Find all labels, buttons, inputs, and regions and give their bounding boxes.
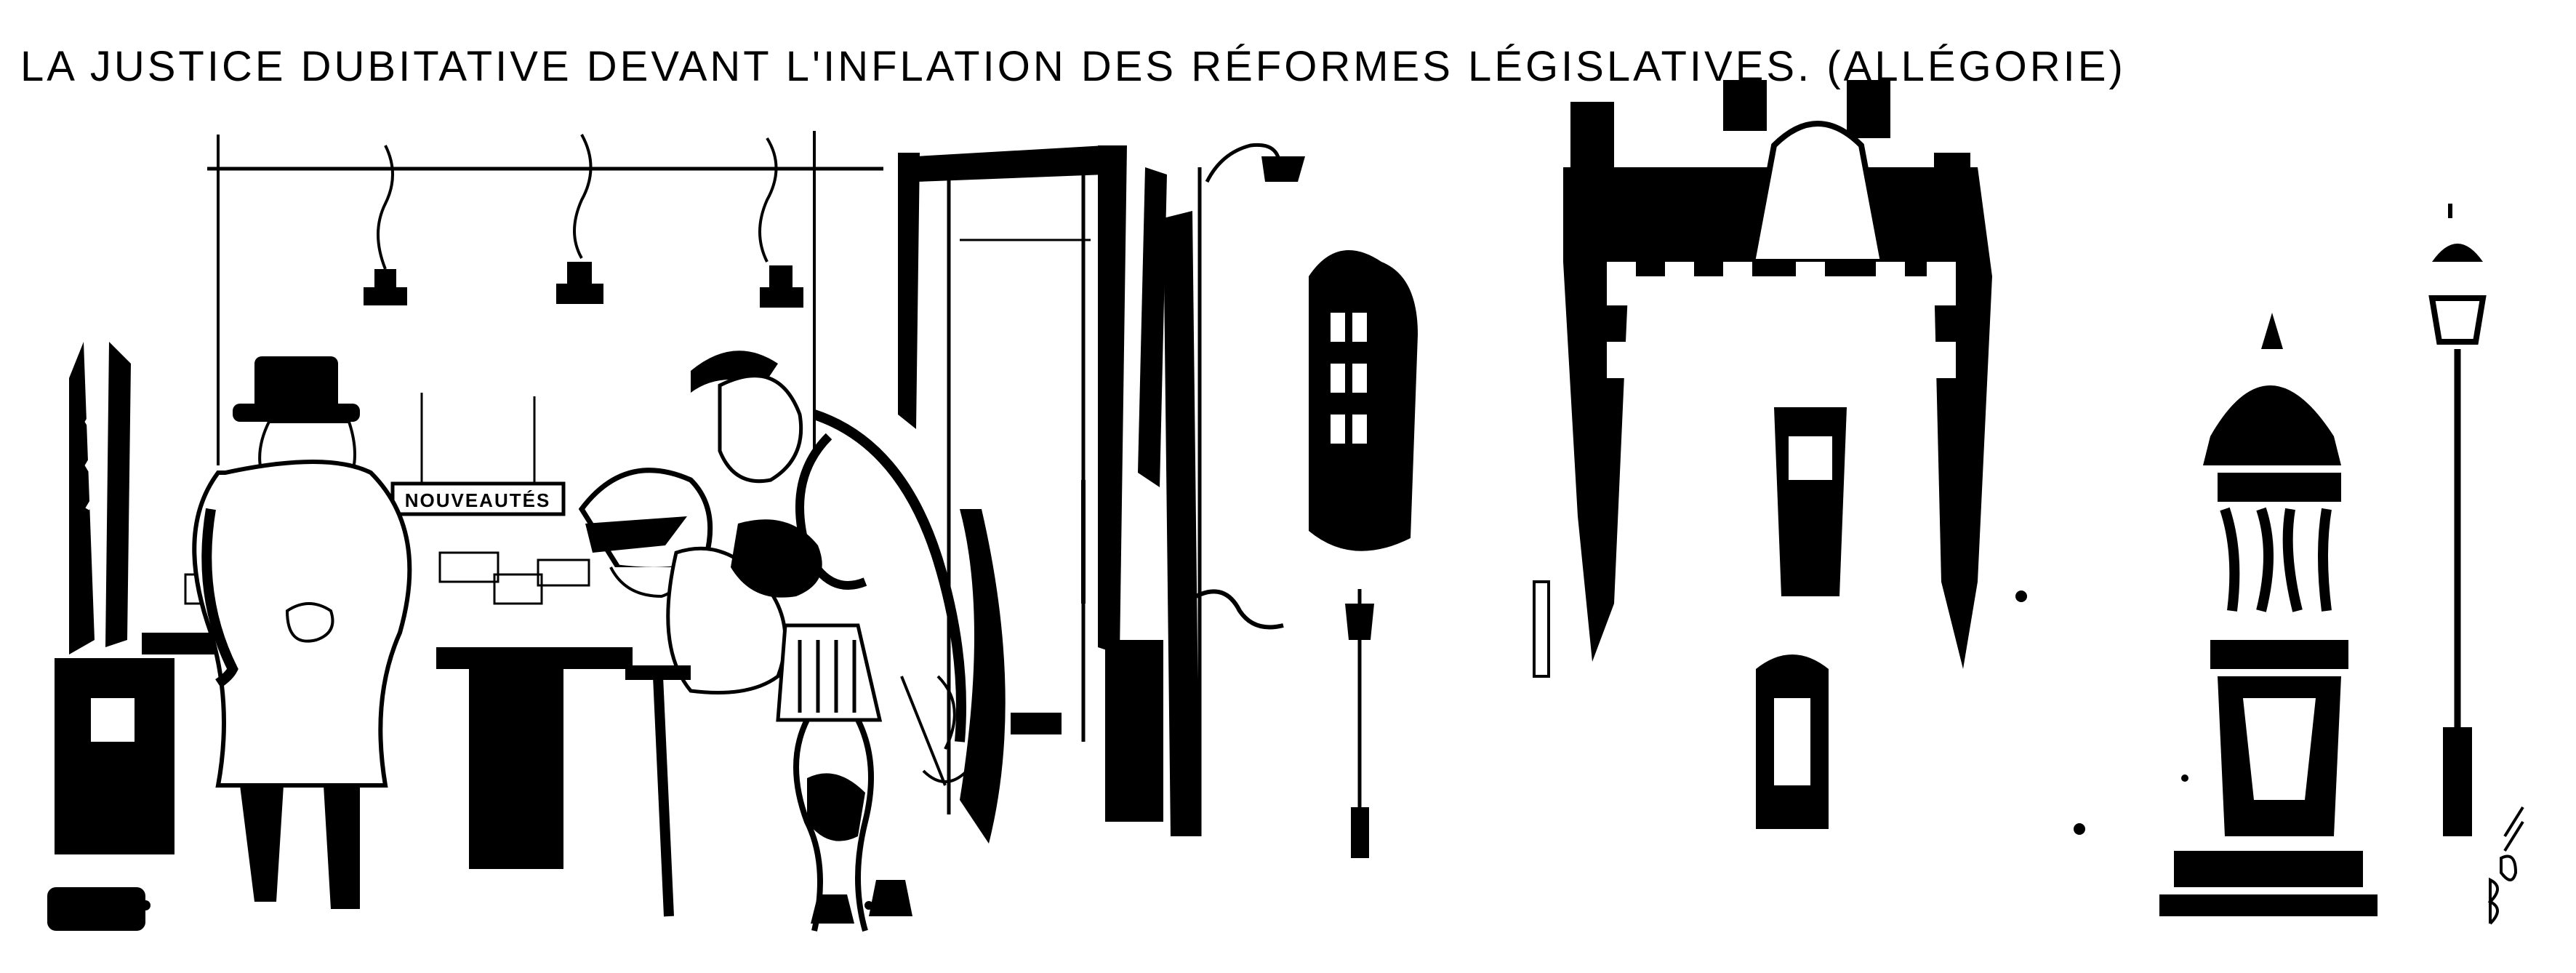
wallace-fountain — [2159, 313, 2378, 916]
justice-figure — [578, 468, 968, 932]
hanging-lamp — [758, 137, 803, 308]
hanging-lamp — [556, 134, 603, 304]
man-in-bowler-hat — [192, 356, 412, 909]
haussmann-building — [1533, 80, 1992, 829]
hanging-lamp — [364, 145, 407, 305]
street-lamp-right — [2428, 204, 2487, 836]
bookseller-figure — [691, 351, 1006, 844]
artist-signature — [2487, 806, 2524, 925]
shop-sign-text: NOUVEAUTÉS — [405, 489, 551, 511]
caption-title: LA JUSTICE DUBITATIVE DEVANT L'INFLATION… — [20, 43, 2126, 90]
distant-building — [1309, 250, 1418, 858]
wall-lamp — [1195, 143, 1305, 836]
bookshop-interior — [47, 131, 883, 931]
shop-facade — [898, 145, 1200, 836]
